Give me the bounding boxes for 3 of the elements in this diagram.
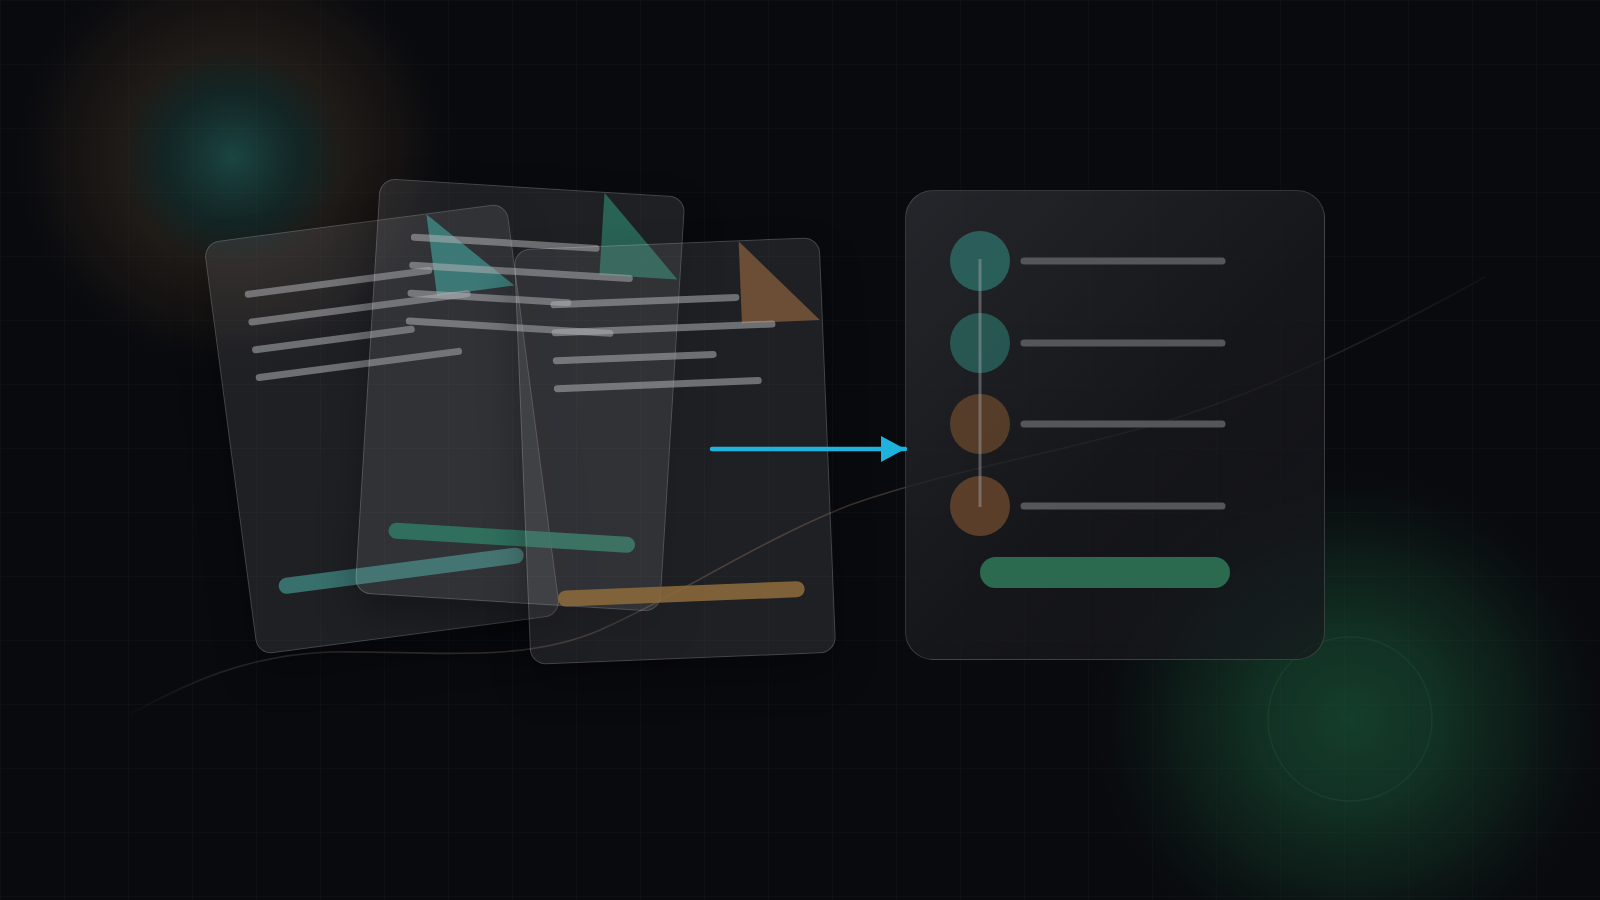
- action-bar: [979, 556, 1230, 588]
- arrow: [709, 436, 908, 462]
- list-panel: [905, 190, 1325, 660]
